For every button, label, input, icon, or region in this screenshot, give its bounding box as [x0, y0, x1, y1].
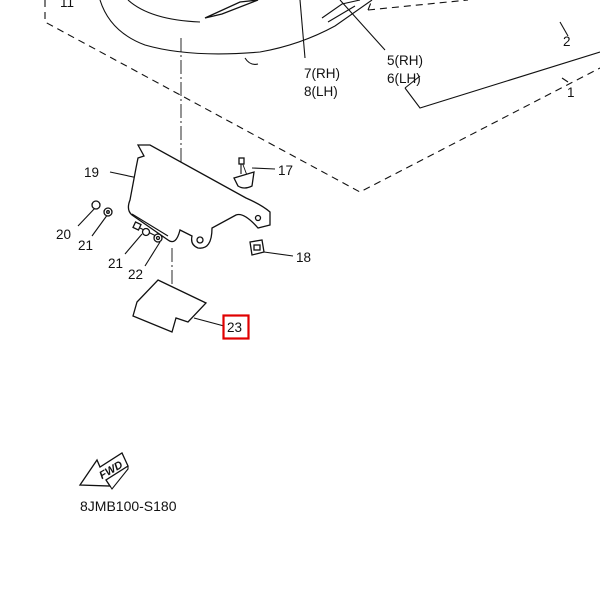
- callout-22[interactable]: 22: [128, 267, 143, 282]
- callout-8-lh[interactable]: 8(LH): [304, 84, 338, 99]
- callout-23-highlight: [222, 314, 250, 340]
- callout-labels: 11 2 1 5(RH) 6(LH) 7(RH) 8(LH) 19 17 18 …: [56, 0, 575, 335]
- part-17-clip: [233, 157, 255, 189]
- side-panel-lines: [404, 51, 600, 109]
- callout-23[interactable]: 23: [227, 320, 242, 335]
- upper-cover-outline: [99, 0, 373, 65]
- fwd-arrow-icon: FWD: [78, 452, 129, 490]
- callout-6-lh[interactable]: 6(LH): [387, 71, 421, 86]
- part-18-nut: [249, 239, 265, 256]
- part-23-pad: [132, 279, 208, 333]
- callout-7-rh[interactable]: 7(RH): [304, 66, 340, 81]
- callout-20[interactable]: 20: [56, 227, 71, 242]
- callout-17[interactable]: 17: [278, 163, 293, 178]
- callout-18[interactable]: 18: [296, 250, 311, 265]
- callout-5-rh[interactable]: 5(RH): [387, 53, 423, 68]
- callout-19[interactable]: 19: [84, 165, 99, 180]
- leader-lines: [77, 0, 569, 327]
- callout-2[interactable]: 2: [563, 34, 571, 49]
- part-19-bracket: [127, 144, 271, 249]
- parts-20-22-hardware: [91, 200, 163, 243]
- assembly-boundary: [44, 0, 600, 193]
- diagram-code: 8JMB100-S180: [80, 498, 177, 514]
- callout-1[interactable]: 1: [567, 85, 575, 100]
- callout-11[interactable]: 11: [60, 0, 74, 10]
- callout-21a[interactable]: 21: [78, 238, 93, 253]
- callout-21b[interactable]: 21: [108, 256, 123, 271]
